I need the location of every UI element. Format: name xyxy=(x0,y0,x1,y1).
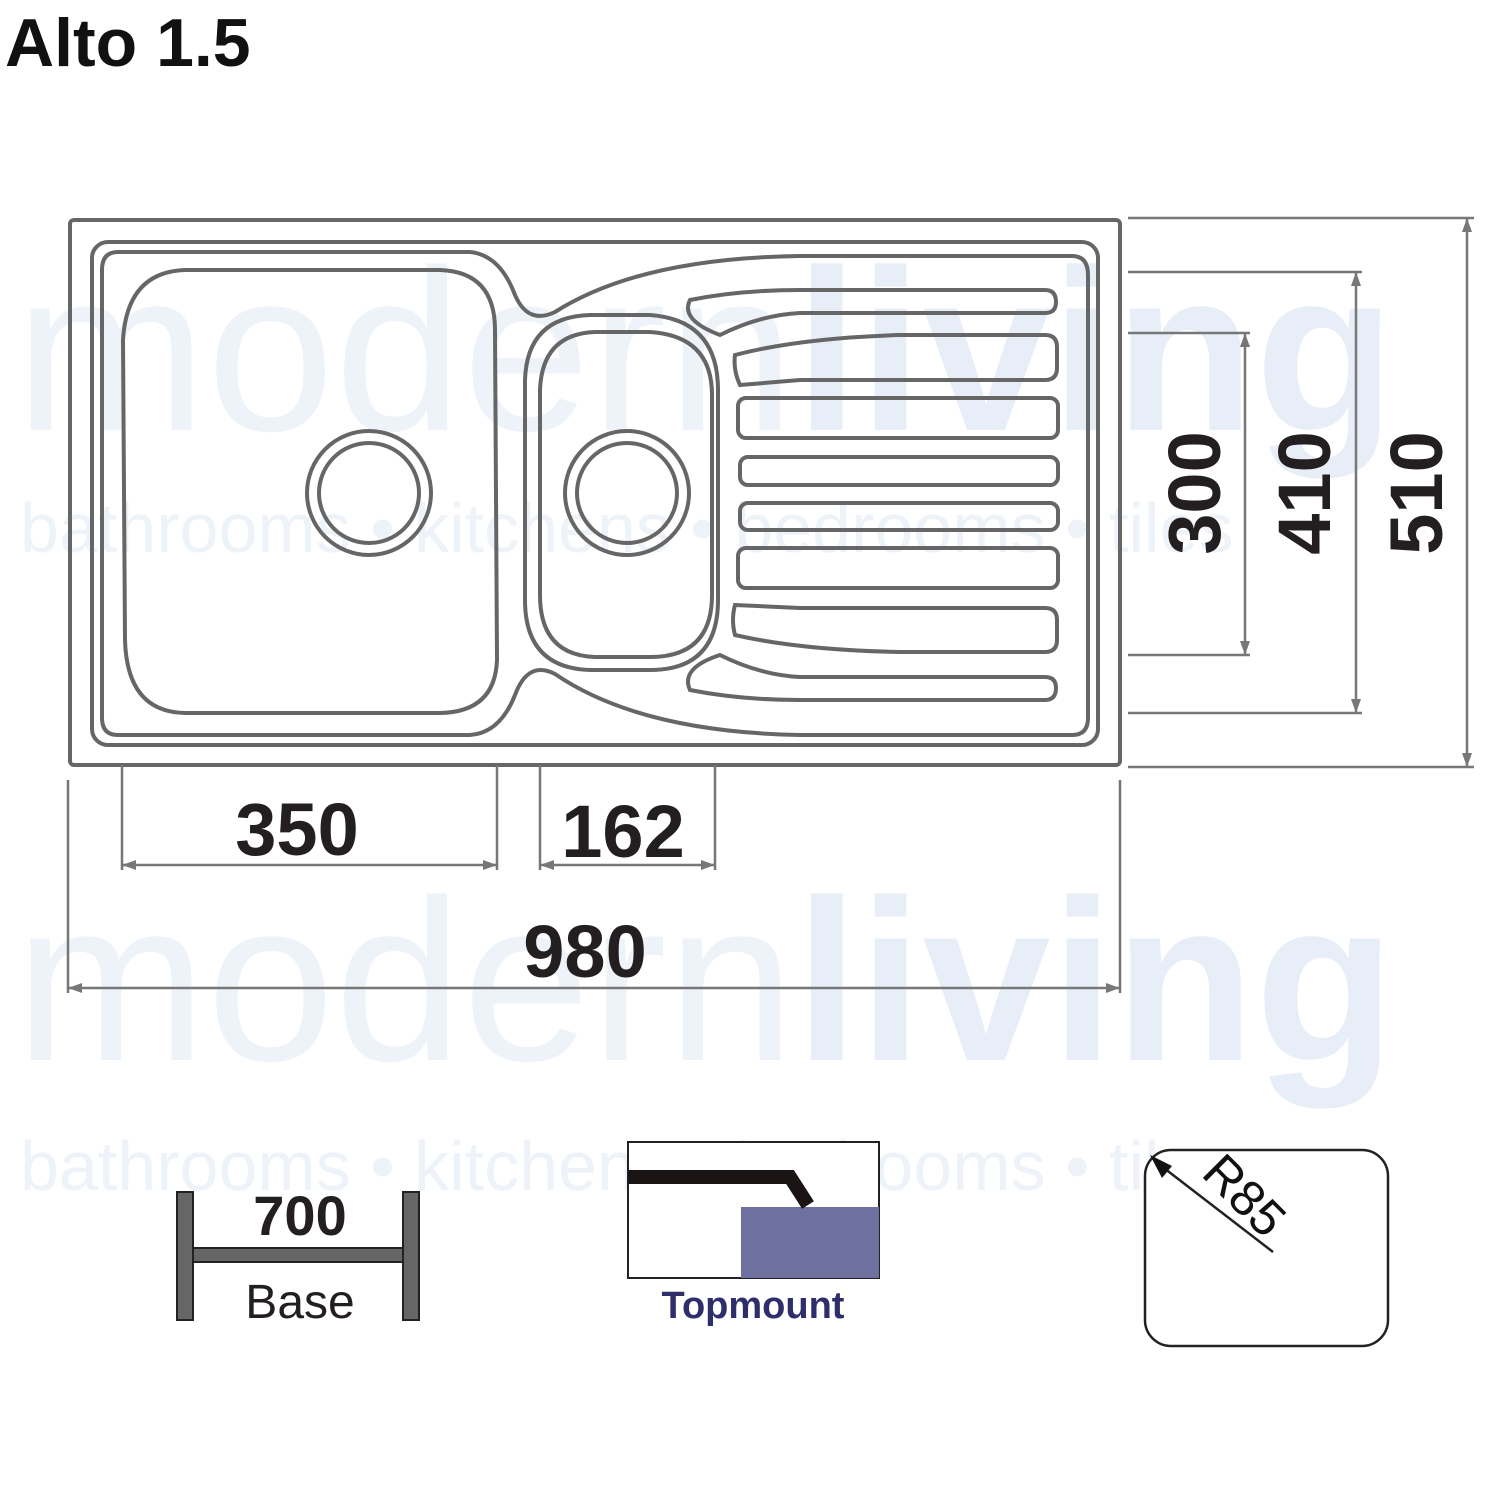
svg-text:modernliving: modernliving xyxy=(15,222,1395,479)
page-title: Alto 1.5 xyxy=(5,5,251,81)
drainer-ribs xyxy=(686,288,1060,702)
sink-outer-edge xyxy=(68,218,1122,767)
watermark: modernliving bathrooms • kitchens • bedr… xyxy=(15,222,1395,1205)
dim-inner-depth: 410 xyxy=(1263,431,1346,554)
dim-main-bowl-width: 350 xyxy=(235,788,358,871)
dim-small-bowl-width: 162 xyxy=(561,790,684,873)
dimension-lines: 350 162 980 300 410 510 xyxy=(66,216,1474,993)
sink-inner-outline xyxy=(100,250,1090,737)
sink-drawing xyxy=(68,218,1122,767)
small-bowl xyxy=(538,330,714,659)
topmount-icon: Topmount xyxy=(627,1141,880,1327)
svg-text:modernliving: modernliving xyxy=(15,852,1395,1109)
dim-overall-width: 980 xyxy=(523,910,646,993)
small-bowl-drain xyxy=(563,429,691,557)
sink-rim xyxy=(90,240,1100,747)
dim-bowl-depth: 300 xyxy=(1153,431,1236,554)
base-size-value: 700 xyxy=(253,1184,346,1247)
dim-overall-depth: 510 xyxy=(1375,431,1458,554)
small-bowl-drain-inner xyxy=(575,441,679,545)
topmount-label: Topmount xyxy=(662,1285,845,1327)
main-bowl-drain xyxy=(305,429,433,557)
base-size-icon: 700 Base xyxy=(176,1184,420,1329)
svg-text:bathrooms • kitchens • bedroom: bathrooms • kitchens • bedrooms • tiles xyxy=(20,1127,1233,1205)
base-label: Base xyxy=(245,1276,354,1329)
corner-radius-icon: R85 xyxy=(1143,1143,1390,1348)
main-bowl xyxy=(120,268,500,715)
main-bowl-drain-inner xyxy=(317,441,421,545)
small-bowl-outer xyxy=(523,313,720,672)
